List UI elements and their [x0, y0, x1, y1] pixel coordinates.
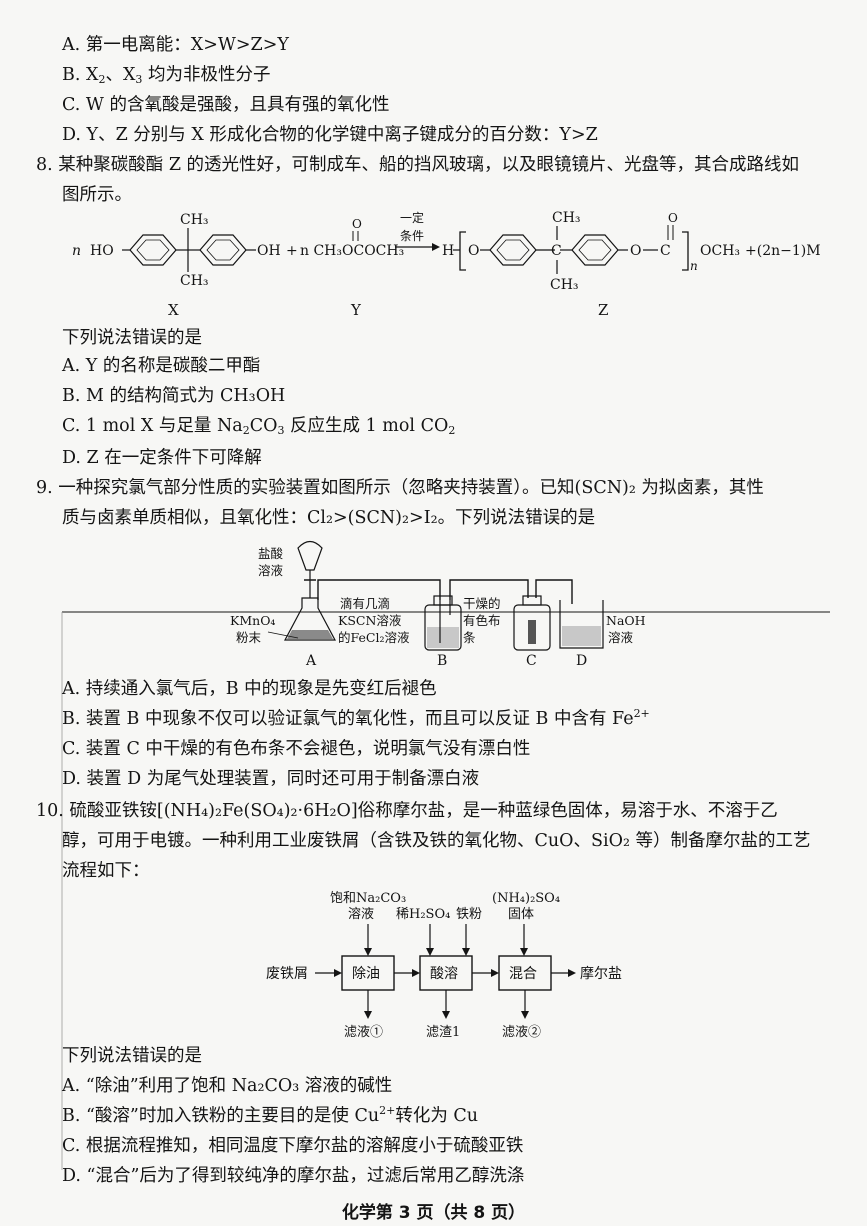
q9-option-b: B. 装置 B 中现象不仅可以验证氯气的氧化性，而且可以反证 B 中含有 Fe2… — [62, 707, 650, 729]
svg-text:B: B — [437, 653, 447, 669]
svg-text:滤液②: 滤液② — [502, 1025, 541, 1040]
flow-start: 废铁屑 — [266, 966, 308, 982]
svg-text:滴有几滴: 滴有几滴 — [340, 596, 390, 611]
q7-option-a: A. 第一电离能：X>W>Z>Y — [62, 35, 289, 55]
q10-option-c: C. 根据流程推知，相同温度下摩尔盐的溶解度小于硫酸亚铁 — [62, 1136, 524, 1156]
svg-text:O: O — [352, 217, 362, 231]
apparatus-diagram: 盐酸 溶液 KMnO₄ 粉末 滴有几滴 KSCN溶液 的FeCl₂溶液 干燥的 … — [61, 540, 830, 1170]
svg-text:粉末: 粉末 — [236, 630, 262, 645]
svg-text:+: + — [286, 243, 298, 259]
svg-text:有色布: 有色布 — [463, 613, 501, 628]
svg-text:除油: 除油 — [352, 966, 380, 982]
svg-text:NaOH: NaOH — [606, 613, 646, 628]
svg-text:A: A — [305, 653, 317, 669]
q10-prompt: 下列说法错误的是 — [62, 1046, 202, 1066]
svg-text:CH₃: CH₃ — [552, 210, 581, 226]
label-z: Z — [598, 301, 608, 319]
svg-text:(NH₄)₂SO₄: (NH₄)₂SO₄ — [492, 891, 560, 906]
q10-stem-line3: 流程如下： — [62, 861, 150, 881]
svg-text:C: C — [660, 243, 671, 259]
q10-option-b: B. “酸溶”时加入铁粉的主要目的是使 Cu2+转化为 Cu — [62, 1104, 479, 1126]
svg-text:O: O — [668, 211, 678, 225]
q9-stem-line2: 质与卤素单质相似，且氧化性：Cl₂>(SCN)₂>I₂。下列说法错误的是 — [62, 508, 596, 528]
svg-text:干燥的: 干燥的 — [463, 596, 501, 611]
svg-text:滤渣1: 滤渣1 — [426, 1025, 460, 1040]
y-formula: n CH₃OCOCH₃ — [300, 243, 404, 259]
och3-end: OCH₃ — [700, 243, 740, 259]
q10-option-a: A. “除油”利用了饱和 Na₂CO₃ 溶液的碱性 — [62, 1076, 393, 1096]
q8-option-b: B. M 的结构简式为 CH₃OH — [62, 386, 286, 406]
byproduct: +(2n−1)M — [745, 243, 821, 259]
q9-option-c: C. 装置 C 中干燥的有色布条不会褪色，说明氯气没有漂白性 — [62, 739, 531, 759]
label-y: Y — [350, 301, 362, 319]
svg-text:n: n — [690, 259, 698, 273]
svg-text:的FeCl₂溶液: 的FeCl₂溶液 — [338, 630, 410, 645]
svg-text:KSCN溶液: KSCN溶液 — [338, 613, 402, 628]
svg-text:C: C — [526, 653, 537, 669]
q8-option-a: A. Y 的名称是碳酸二甲酯 — [62, 356, 261, 376]
svg-text:H: H — [442, 243, 454, 259]
svg-text:溶液: 溶液 — [258, 563, 284, 578]
q9-stem-line1: 9. 一种探究氯气部分性质的实验装置如图所示（忽略夹持装置）。已知(SCN)₂ … — [36, 478, 764, 498]
svg-text:饱和Na₂CO₃: 饱和Na₂CO₃ — [330, 891, 406, 906]
q7-option-d: D. Y、Z 分别与 X 形成化合物的化学键中离子键成分的百分数：Y>Z — [62, 125, 598, 145]
svg-text:溶液: 溶液 — [348, 907, 374, 922]
q10-option-d: D. “混合”后为了得到较纯净的摩尔盐，过滤后常用乙醇洗涤 — [62, 1166, 525, 1186]
svg-text:CH₃: CH₃ — [550, 277, 579, 293]
svg-text:O: O — [630, 243, 641, 259]
q9-option-d: D. 装置 D 为尾气处理装置，同时还可用于制备漂白液 — [62, 769, 480, 789]
svg-text:盐酸: 盐酸 — [258, 546, 284, 561]
svg-text:O: O — [468, 243, 479, 259]
q7-option-b: B. X2、X3 均为非极性分子 — [62, 65, 271, 86]
q9-option-a: A. 持续通入氯气后，B 中的现象是先变红后褪色 — [62, 679, 437, 699]
q10-stem-line1: 10. 硫酸亚铁铵[(NH₄)₂Fe(SO₄)₂·6H₂O]俗称摩尔盐，是一种蓝… — [36, 801, 778, 821]
svg-text:条: 条 — [463, 630, 476, 645]
svg-text:滤液①: 滤液① — [344, 1025, 383, 1040]
svg-text:条件: 条件 — [400, 229, 424, 243]
q8-stem-line1: 8. 某种聚碳酸酯 Z 的透光性好，可制成车、船的挡风玻璃，以及眼镜镜片、光盘等… — [36, 155, 800, 175]
oh-group: OH — [257, 243, 281, 259]
q10-stem-line2: 醇，可用于电镀。一种利用工业废铁屑（含铁及铁的氧化物、CuO、SiO₂ 等）制备… — [62, 831, 811, 851]
svg-text:酸溶: 酸溶 — [430, 966, 458, 982]
beaker-d — [559, 600, 604, 649]
svg-text:C: C — [551, 243, 562, 259]
q8-option-c: C. 1 mol X 与足量 Na2CO3 反应生成 1 mol CO2 — [62, 416, 456, 437]
reaction-scheme: n HO CH₃ CH₃ OH + n CH₃OCOCH₃ O 一定 条件 H … — [72, 210, 821, 319]
q8-stem-line2: 图所示。 — [62, 185, 132, 205]
q8-option-d: D. Z 在一定条件下可降解 — [62, 448, 262, 468]
svg-text:铁粉: 铁粉 — [456, 907, 482, 922]
svg-text:KMnO₄: KMnO₄ — [230, 613, 275, 628]
ho-group: HO — [90, 243, 114, 259]
svg-text:稀H₂SO₄: 稀H₂SO₄ — [396, 907, 450, 922]
svg-text:D: D — [576, 653, 587, 669]
svg-text:混合: 混合 — [509, 966, 537, 982]
coef-n: n — [72, 243, 81, 259]
separatory-funnel — [297, 540, 323, 571]
label-x: X — [168, 301, 179, 319]
svg-text:固体: 固体 — [508, 907, 534, 922]
page-footer: 化学第 3 页（共 8 页） — [341, 1203, 526, 1223]
ch3-top: CH₃ — [180, 212, 209, 228]
q8-prompt: 下列说法错误的是 — [62, 328, 202, 348]
svg-text:溶液: 溶液 — [608, 630, 634, 645]
ch3-bottom: CH₃ — [180, 273, 209, 289]
svg-text:一定: 一定 — [400, 210, 424, 225]
process-flowchart: 饱和Na₂CO₃ 溶液 稀H₂SO₄ 铁粉 (NH₄)₂SO₄ 固体 废铁屑 除… — [266, 891, 622, 1040]
q7-option-c: C. W 的含氧酸是强酸，且具有强的氧化性 — [62, 95, 390, 115]
flow-end: 摩尔盐 — [580, 965, 622, 982]
